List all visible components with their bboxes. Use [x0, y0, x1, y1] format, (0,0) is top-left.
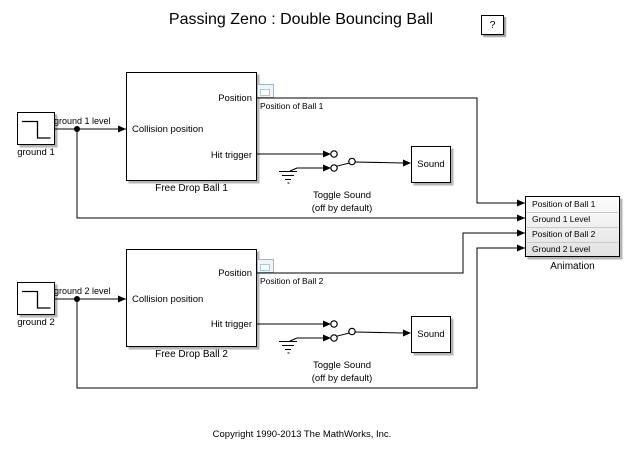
- block-ground-2[interactable]: [17, 282, 55, 315]
- branch-dot: [74, 126, 80, 302]
- copyright-text: Copyright 1990-2013 The MathWorks, Inc.: [212, 429, 392, 440]
- question-mark-icon: ?: [489, 19, 496, 31]
- animation-port-2: Ground 1 Level: [532, 214, 591, 224]
- block-ground-1-label: ground 1: [17, 147, 55, 158]
- port-label-position-1: Position: [218, 93, 252, 104]
- signal-logging-badge-icon[interactable]: [257, 259, 274, 273]
- wire-ground2-to-animation[interactable]: [76, 247, 525, 389]
- block-free-drop-ball-1-label: Free Drop Ball 1: [155, 183, 228, 194]
- ground-symbol-icon: [279, 167, 298, 354]
- page-title: Passing Zeno : Double Bouncing Ball: [168, 11, 434, 28]
- animation-port-1: Position of Ball 1: [532, 199, 596, 209]
- manual-switch-2-lever[interactable]: [336, 332, 350, 337]
- port-label-collision-position-1: Collision position: [132, 124, 204, 135]
- port-label-collision-position-2: Collision position: [132, 294, 204, 305]
- animation-port-3: Position of Ball 2: [532, 229, 596, 239]
- row-separator: [527, 242, 618, 243]
- block-ground-2-label: ground 2: [17, 317, 55, 328]
- signal-label-position-of-ball-2: Position of Ball 2: [260, 276, 324, 286]
- block-free-drop-ball-1[interactable]: Position Collision position Hit trigger: [126, 72, 257, 181]
- wire-position2-to-animation[interactable]: [257, 232, 525, 274]
- switch-contact-circle[interactable]: [330, 150, 356, 342]
- signal-label-ground-2-level: ground 2 level: [54, 286, 111, 296]
- port-label-hit-trigger-2: Hit trigger: [210, 319, 252, 330]
- block-free-drop-ball-2[interactable]: Position Collision position Hit trigger: [126, 249, 257, 347]
- block-ground-1[interactable]: [17, 112, 55, 145]
- wire-position1-to-animation[interactable]: [257, 97, 525, 204]
- row-separator: [527, 212, 618, 213]
- block-sound-1-label: Sound: [417, 159, 445, 170]
- block-sound-2[interactable]: Sound: [411, 316, 451, 353]
- signal-label-ground-1-level: ground 1 level: [54, 116, 111, 126]
- badge-inner-screen: [260, 89, 270, 96]
- block-free-drop-ball-2-label: Free Drop Ball 2: [155, 349, 228, 360]
- wire-switch2-to-sound2[interactable]: [354, 331, 404, 334]
- manual-switch-1-lever[interactable]: [336, 162, 350, 167]
- animation-port-4: Ground 2 Level: [532, 244, 591, 254]
- arrowhead: [118, 125, 525, 342]
- block-sound-2-label: Sound: [417, 329, 445, 340]
- wire-switch1-to-sound1[interactable]: [354, 161, 404, 164]
- wire-ground1-to-animation[interactable]: [76, 129, 525, 219]
- badge-inner-screen: [260, 264, 270, 271]
- port-label-hit-trigger-1: Hit trigger: [210, 150, 252, 161]
- toggle-sound-2-note: (off by default): [311, 373, 373, 384]
- toggle-sound-1-note: (off by default): [311, 203, 373, 214]
- block-animation-label: Animation: [550, 261, 595, 272]
- toggle-sound-1-label: Toggle Sound: [312, 190, 372, 201]
- signal-label-position-of-ball-1: Position of Ball 1: [260, 101, 324, 111]
- help-button[interactable]: ?: [481, 15, 504, 35]
- block-sound-1[interactable]: Sound: [411, 146, 451, 183]
- row-separator: [527, 227, 618, 228]
- port-label-position-2: Position: [218, 268, 252, 279]
- block-animation[interactable]: Position of Ball 1 Ground 1 Level Positi…: [525, 196, 620, 257]
- toggle-sound-2-label: Toggle Sound: [312, 360, 372, 371]
- step-signal-icon: [22, 120, 51, 309]
